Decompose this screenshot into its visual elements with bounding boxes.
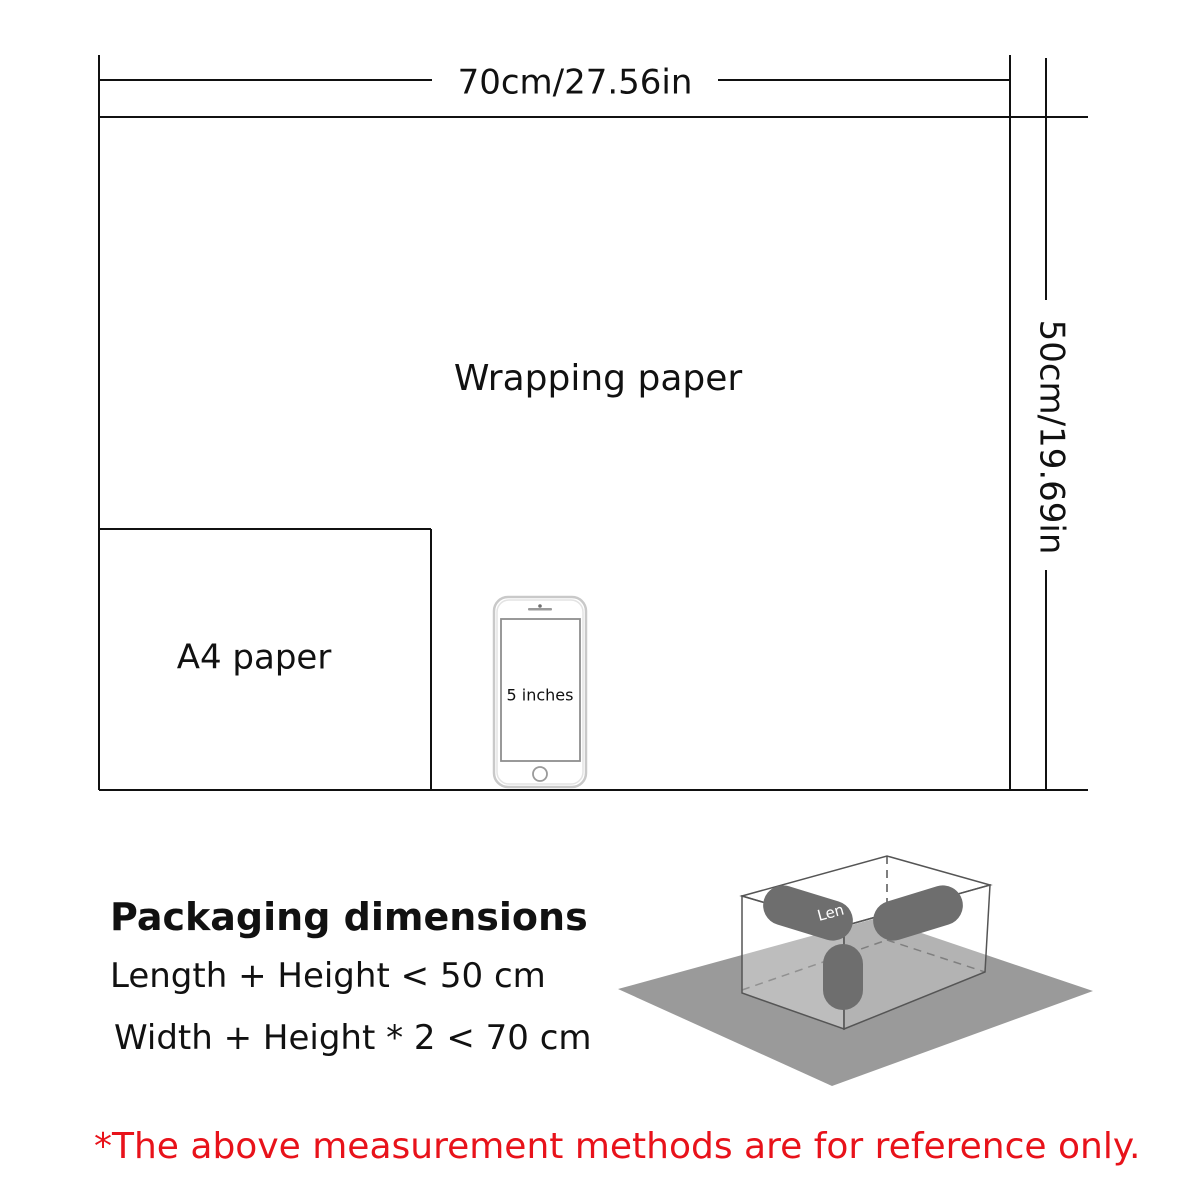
height-dimension: 50cm/19.69in xyxy=(1032,58,1072,790)
packaging-title: Packaging dimensions xyxy=(110,895,588,939)
box-with-measure-tubes-icon: Len xyxy=(618,855,1093,1086)
smartphone-icon: 5 inches xyxy=(492,595,588,789)
packaging-line-1: Length + Height < 50 cm xyxy=(110,956,546,996)
a4-paper-label: A4 paper xyxy=(177,638,332,678)
height-label: 50cm/19.69in xyxy=(1032,320,1072,555)
width-label: 70cm/27.56in xyxy=(458,63,693,103)
reference-note: *The above measurement methods are for r… xyxy=(94,1126,1141,1167)
phone-label: 5 inches xyxy=(507,686,574,705)
wrapping-paper: Wrapping paper xyxy=(98,116,1088,791)
width-dimension: 70cm/27.56in xyxy=(98,55,1011,117)
packaging-line-2: Width + Height * 2 < 70 cm xyxy=(114,1018,592,1058)
a4-paper: A4 paper xyxy=(99,528,432,790)
wrapping-paper-label: Wrapping paper xyxy=(454,358,743,399)
